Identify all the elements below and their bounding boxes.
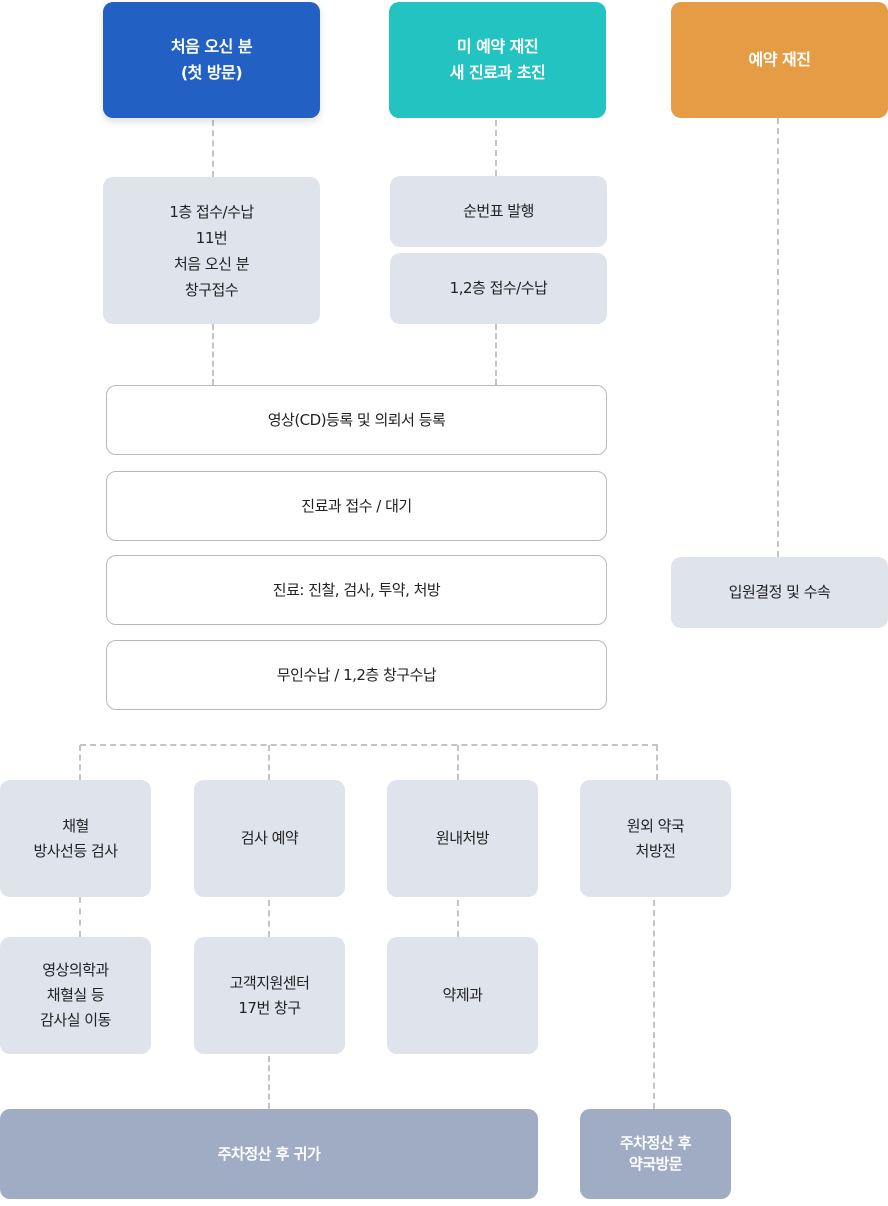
connector xyxy=(268,745,270,780)
connector xyxy=(80,744,658,746)
branch-next-radiology: 영상의학과 채혈실 등 감사실 이동 xyxy=(0,937,151,1054)
connector xyxy=(495,120,497,176)
start-walk-in: 미 예약 재진 새 진료과 초진 xyxy=(389,2,606,118)
branch-in-house-rx: 원내처방 xyxy=(387,780,538,897)
start-first-visit: 처음 오신 분 (첫 방문) xyxy=(103,2,320,118)
connector xyxy=(653,900,655,1109)
final-visit-pharmacy: 주차정산 후 약국방문 xyxy=(580,1109,731,1199)
connector xyxy=(79,745,81,780)
main-step-wait: 진료과 접수 / 대기 xyxy=(106,471,607,541)
main-step-registration: 영상(CD)등록 및 의뢰서 등록 xyxy=(106,385,607,455)
start-reserved: 예약 재진 xyxy=(671,2,888,118)
branch-next-support-center: 고객지원센터 17번 창구 xyxy=(194,937,345,1054)
walk-in-step-reception: 1,2층 접수/수납 xyxy=(390,253,607,324)
connector xyxy=(656,745,658,780)
branch-outside-pharmacy: 원외 약국 처방전 xyxy=(580,780,731,897)
connector xyxy=(777,118,779,557)
connector xyxy=(268,1056,270,1109)
branch-next-pharmacy-dept: 약제과 xyxy=(387,937,538,1054)
final-go-home: 주차정산 후 귀가 xyxy=(0,1109,538,1199)
connector xyxy=(212,324,214,385)
connector xyxy=(79,897,81,937)
connector xyxy=(268,900,270,937)
branch-blood-test: 채혈 방사선등 검사 xyxy=(0,780,151,897)
first-visit-reception: 1층 접수/수납 11번 처음 오신 분 창구접수 xyxy=(103,177,320,324)
branch-test-booking: 검사 예약 xyxy=(194,780,345,897)
connector xyxy=(212,120,214,177)
connector xyxy=(495,324,497,385)
walk-in-step-ticket: 순번표 발행 xyxy=(390,176,607,247)
connector xyxy=(457,900,459,937)
main-step-payment: 무인수납 / 1,2층 창구수납 xyxy=(106,640,607,710)
reserved-step-admission: 입원결정 및 수속 xyxy=(671,557,888,628)
main-step-treatment: 진료: 진찰, 검사, 투약, 처방 xyxy=(106,555,607,625)
connector xyxy=(457,745,459,780)
